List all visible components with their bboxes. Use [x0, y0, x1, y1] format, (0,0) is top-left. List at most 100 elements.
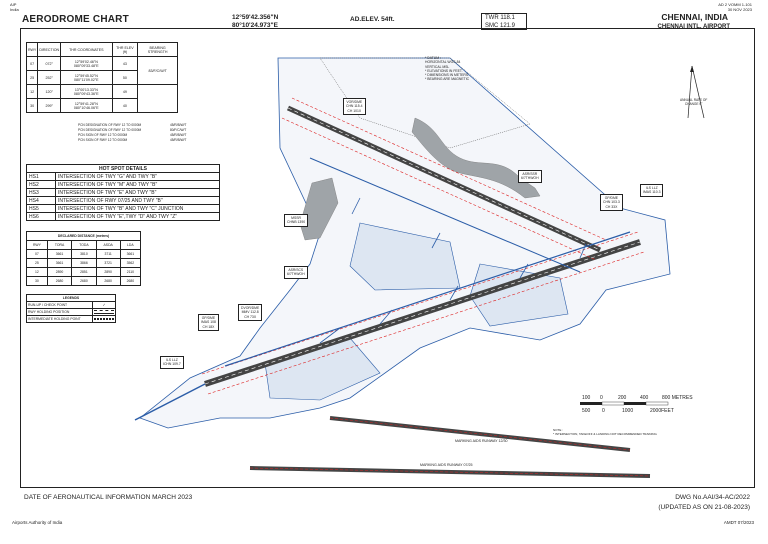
- approach-lights-west: [134, 383, 206, 421]
- city-name: CHENNAI, INDIA: [661, 12, 728, 22]
- legend-table: LEGENDS RUN-UP / CHECK POINT✓ RWY HOLDIN…: [26, 294, 116, 323]
- col-header: THR COORDINATES: [60, 42, 113, 57]
- runway-table: RWY DIRECTION THR COORDINATES THR ELEV (…: [25, 42, 178, 113]
- runway-07-25-center: [204, 241, 641, 385]
- chart-title: AERODROME CHART: [22, 14, 129, 25]
- runway-07-25-strip-n: [201, 231, 639, 375]
- declared-title: DECLARED DISTANCE (metres): [26, 231, 141, 241]
- table-cell: INTERSECTION OF TWY "E" AND TWY "B": [55, 188, 220, 197]
- col-header: TODA: [71, 240, 97, 250]
- dwg-number: DWG No.AAI/34-AC/2022: [675, 494, 750, 501]
- arp-lat: 12°59'42.356"N: [232, 14, 279, 21]
- taxiway-parallel: [224, 231, 631, 367]
- callout-line: CH 33X: [605, 204, 618, 209]
- bottom-note: NOTE : * INTERSECTION, TAKEOFF & LANDING…: [553, 428, 657, 436]
- callout-line: MSSR: [291, 216, 301, 220]
- frequency-box: TWR 118.1 SMC 121.9: [481, 13, 527, 30]
- table-row: 07 072° 12°59'02.46"N 080°09'33.48"E 43 …: [25, 56, 178, 85]
- note-value: 45/R/B/W/T: [170, 133, 187, 137]
- note-line: * ELEVATIONS IN FEET.: [425, 68, 463, 73]
- table-cell: 13°00'13.33"N 080°09'43.36"E: [60, 84, 113, 99]
- table-cell: 299°: [37, 98, 62, 113]
- north-arrow-icon: [687, 65, 705, 119]
- runway-07-25-strip-s: [207, 251, 645, 395]
- amendment: AMDT 07/2023: [723, 520, 754, 525]
- table-cell: 12°59'41.28"N 080°10'46.06"E: [60, 98, 113, 113]
- col-header: DIRECTION: [37, 42, 62, 57]
- table-cell: INTERSECTION OF RWY 07/25 AND TWY "B": [55, 196, 220, 205]
- callout-dvor-dme: DVOR/DME MMV 112.8 CH 73X: [238, 304, 263, 322]
- corner-left-2: India: [10, 7, 19, 12]
- scale-tick: 0: [602, 408, 605, 414]
- scale-tick: 200: [618, 395, 627, 401]
- col-header: BEARING STRENGTH: [137, 42, 178, 57]
- runway-12-30-strip-n: [291, 97, 607, 241]
- dwg-updated: (UPDATED AS ON 21-08-2023): [658, 504, 750, 511]
- table-cell: 49: [111, 84, 139, 99]
- table-cell: 07: [26, 249, 48, 259]
- table-cell: 40: [111, 98, 139, 113]
- col-header: TORA: [46, 240, 73, 250]
- callout-line: 6/7THWOH: [287, 272, 305, 277]
- scale-tick: 0: [600, 395, 603, 401]
- table-cell: 12°59'45.52"N 080°11'09.02"E: [60, 70, 113, 85]
- callout-line: IMAS 110.3: [643, 190, 661, 195]
- table-cell: 072°: [37, 56, 62, 71]
- scale-bar-graphic: [580, 401, 669, 406]
- table-row: 12 120° 13°00'13.33"N 080°09'43.36"E 49: [25, 84, 178, 113]
- holding-position-icon: [92, 308, 116, 316]
- table-cell: 252°: [37, 70, 62, 85]
- arp-coordinates: 12°59'42.356"N 80°10'24.973"E: [232, 14, 278, 30]
- table-cell: 2680: [46, 276, 73, 286]
- note-line: * DIMENSIONS IN METERS.: [425, 73, 470, 78]
- table-cell: 3866: [71, 258, 97, 268]
- corner-left-1: AIP: [10, 2, 17, 7]
- legend-label: RUN-UP / CHECK POINT: [26, 301, 93, 309]
- callout-line: ILS LLZ: [645, 186, 658, 190]
- table-cell: 2851: [71, 267, 97, 277]
- col-header: RWY: [25, 42, 39, 57]
- table-cell: 3562: [119, 258, 142, 268]
- table-cell: 2890: [95, 267, 121, 277]
- note-value: 45/R/B/W/T: [170, 138, 187, 142]
- note-value: 80/F/C/W/T: [170, 128, 187, 132]
- table-cell: INTERSECTION OF TWY "B" AND TWY "C" JUNC…: [55, 204, 220, 213]
- note-value: 45/R/B/W/T: [170, 123, 187, 127]
- intermediate-holding-icon: [92, 315, 116, 323]
- table-cell: 2680: [95, 276, 121, 286]
- col-header: LDA: [119, 240, 142, 250]
- table-cell: 50: [111, 70, 139, 85]
- table-cell: HS3: [26, 188, 56, 197]
- scale-tick: 800 METRES: [662, 395, 693, 401]
- twr-frequency: TWR 118.1: [485, 15, 515, 21]
- table-cell: 25: [25, 70, 39, 85]
- note-line: NOTE :: [553, 428, 564, 432]
- smc-frequency: SMC 121.9: [485, 23, 516, 29]
- runway-12-30-center: [287, 107, 601, 251]
- scale-tick: 100: [582, 395, 591, 401]
- page-ref: AD 2 VOMM 1-101: [718, 2, 752, 7]
- corner-left: AIP India: [10, 2, 19, 12]
- table-cell: INTERSECTION OF TWY "G" AND TWY "B": [55, 172, 220, 181]
- arp-lon: 80°10'24.973"E: [232, 22, 278, 29]
- page-date: 30 NOV 2023: [727, 7, 752, 12]
- note-line: PCN DESIGNATION OF RWY 12 TO 0000M: [78, 123, 142, 127]
- apron-zone-1: [349, 222, 461, 291]
- table-cell: HS2: [26, 180, 56, 189]
- callout-line: IMAS 108: [201, 320, 216, 325]
- legend-row: INTERMEDIATE HOLDING POINT: [26, 315, 116, 323]
- callout-gp-dme-left: GP/DME IMAS 108 CH 18X: [198, 314, 219, 332]
- table-cell: 12: [26, 267, 48, 277]
- datum-notes: * DATUM : HORIZONTAL WGS-84 VERTICAL MSL…: [425, 56, 469, 82]
- aerodrome-map: [134, 57, 705, 478]
- table-cell: 3721: [95, 258, 121, 268]
- taxiway-links: [319, 197, 587, 344]
- table-cell: 83/F/C/W/T: [137, 56, 178, 85]
- callout-line: GP/DME: [604, 196, 619, 200]
